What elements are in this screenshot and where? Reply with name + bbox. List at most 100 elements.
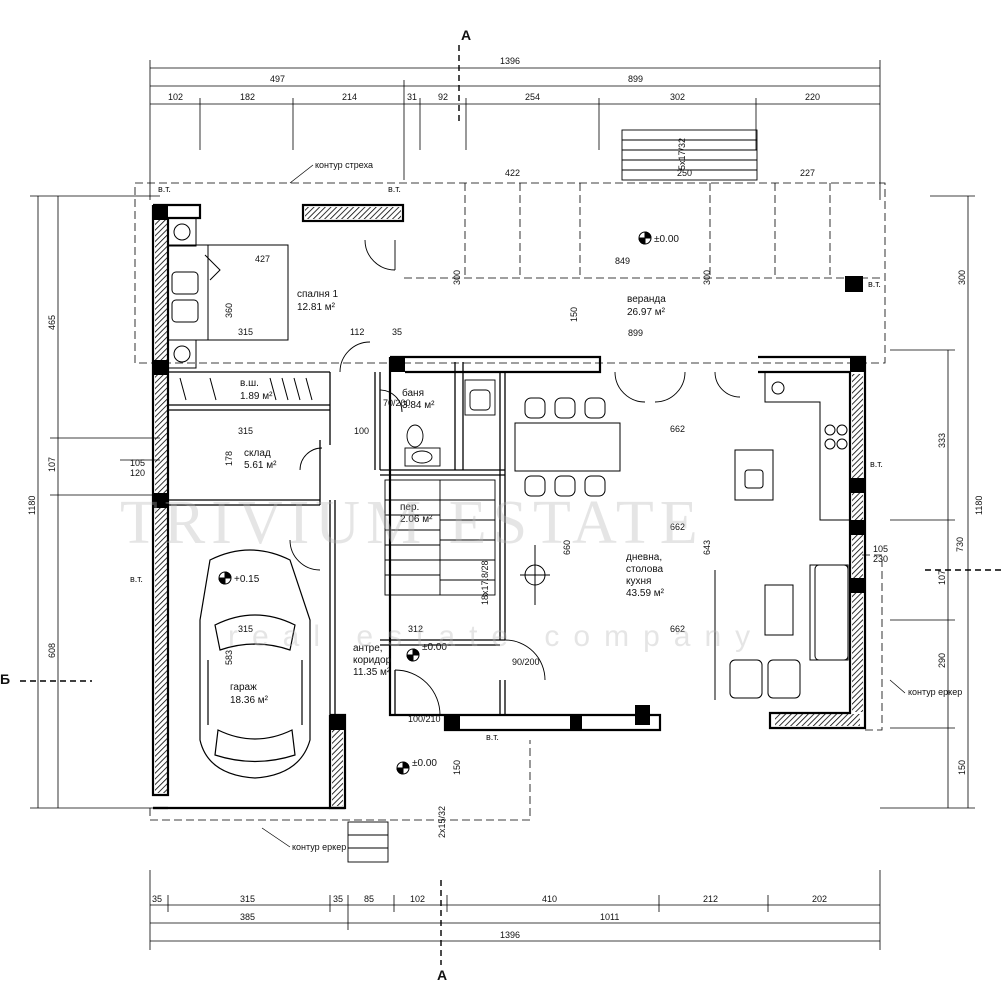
- living-furniture: [520, 545, 849, 700]
- dimension-lines-top: [149, 60, 881, 200]
- dim-315-a: 315: [238, 327, 253, 337]
- room-garage-area: 18.36 м²: [230, 695, 269, 706]
- dim-right-f: 150: [957, 760, 967, 775]
- room-storage-name: склад: [244, 448, 271, 459]
- dim-112: 112: [350, 327, 364, 337]
- dim-35-a: 35: [392, 327, 402, 337]
- staircase: [384, 479, 496, 596]
- dim-right-d: 107: [937, 570, 947, 585]
- dim-bottom-seg-5: 102: [410, 894, 425, 904]
- room-entry-name: антре,: [353, 643, 383, 654]
- dim-360: 360: [224, 303, 234, 318]
- dim-left-d: 105: [130, 458, 145, 468]
- dim-849: 849: [615, 256, 630, 266]
- room-storage-area: 5.61 м²: [244, 460, 277, 471]
- dim-top-left: 497: [270, 74, 285, 84]
- dim-right-e: 290: [937, 653, 947, 668]
- room-veranda-area: 26.97 м²: [627, 307, 666, 318]
- room-bath-name: баня: [402, 387, 424, 399]
- dim-top-seg-1: 102: [168, 92, 183, 102]
- dim-312: 312: [408, 624, 423, 634]
- label-vt-2: в.т.: [388, 184, 401, 194]
- room-bath-area: 3.84 м²: [402, 400, 435, 411]
- dim-door-100: 100/210: [408, 714, 441, 724]
- level-garage: +0.15: [234, 574, 260, 585]
- car-outline: [199, 549, 311, 779]
- dim-178: 178: [224, 451, 234, 466]
- contour-outlines: [134, 182, 886, 821]
- dim-227: 227: [800, 168, 815, 178]
- dim-583: 583: [224, 650, 234, 665]
- kitchen-furniture: [734, 372, 850, 521]
- dining-furniture: [514, 397, 621, 497]
- bathroom-fixtures: [404, 379, 496, 467]
- dim-right-c: 730: [955, 537, 965, 552]
- dim-door-70: 70/200: [383, 398, 411, 408]
- dim-right-h: 230: [873, 554, 888, 564]
- dim-top-seg-8: 220: [805, 92, 820, 102]
- dim-300-a: 300: [452, 270, 462, 285]
- wall-hatching: [155, 207, 863, 806]
- room-living-name2: столова: [626, 564, 664, 575]
- dim-660: 660: [562, 540, 572, 555]
- room-living-area: 43.59 м²: [626, 588, 665, 599]
- wall-nodes: [153, 205, 865, 730]
- dim-899: 899: [628, 328, 643, 338]
- section-marks: [20, 45, 1002, 965]
- dim-bottom-seg-6: 410: [542, 894, 557, 904]
- dim-stairs: 18х17.8/28: [480, 560, 490, 605]
- room-entry-area: 11.35 м²: [353, 667, 391, 678]
- dim-315-c: 315: [238, 624, 253, 634]
- dim-422: 422: [505, 168, 520, 178]
- dimension-lines-left: [30, 195, 160, 809]
- dim-bottom-seg-2: 315: [240, 894, 255, 904]
- dim-250: 250: [677, 168, 692, 178]
- dim-bottom-seg-1: 35: [152, 894, 162, 904]
- dim-right-g: 105: [873, 544, 888, 554]
- room-garage-name: гараж: [230, 682, 257, 693]
- label-vt-3: в.т.: [868, 279, 881, 289]
- dim-right-total: 1180: [974, 496, 984, 515]
- dim-150-a: 150: [569, 307, 579, 322]
- dim-bottom-left: 385: [240, 912, 255, 922]
- dim-662-a: 662: [670, 424, 685, 434]
- dim-left-total: 1180: [27, 496, 37, 515]
- leader-bay-bottom: [261, 827, 291, 848]
- dim-top-total: 1396: [500, 56, 520, 66]
- dim-top-seg-3: 214: [342, 92, 357, 102]
- dim-door-90: 90/200: [512, 657, 540, 667]
- dim-left-b: 107: [47, 457, 57, 472]
- room-closet-area: 1.89 м²: [240, 391, 273, 402]
- room-living-name3: кухня: [626, 576, 651, 587]
- dim-left-e: 120: [130, 468, 145, 478]
- dim-top-seg-6: 254: [525, 92, 540, 102]
- dim-bottom-right: 1011: [600, 912, 619, 922]
- label-eave-contour: контур стреха: [315, 160, 373, 170]
- dim-427: 427: [255, 254, 270, 264]
- entry-steps: [347, 821, 389, 863]
- section-mark-a-bottom: A: [437, 967, 447, 983]
- room-living-name: дневна,: [626, 552, 662, 563]
- dim-top-seg-4: 31: [407, 92, 417, 102]
- dim-entry-steps: 2х15/32: [437, 806, 447, 838]
- label-vt-5: в.т.: [130, 574, 143, 584]
- leader-bay-right: [889, 679, 906, 694]
- room-hall-small-name: пер.: [400, 502, 419, 513]
- dim-top-seg-7: 302: [670, 92, 685, 102]
- door-swings: [289, 239, 741, 716]
- section-mark-b-left: Б: [0, 671, 10, 687]
- dim-left-c: 608: [47, 643, 57, 658]
- room-bedroom-area: 12.81 м²: [297, 302, 336, 313]
- label-bay-contour-bottom: контур еркер: [292, 842, 346, 852]
- dim-bottom-seg-7: 212: [703, 894, 718, 904]
- room-bedroom-name: спалня 1: [297, 289, 339, 300]
- dim-bottom-total: 1396: [500, 930, 520, 940]
- section-mark-a-top: A: [461, 27, 471, 43]
- bedroom-furniture: [167, 217, 289, 369]
- dim-right-a: 300: [957, 270, 967, 285]
- label-vt-6: в.т.: [486, 732, 499, 742]
- dim-100: 100: [354, 426, 369, 436]
- label-vt-4: в.т.: [870, 459, 883, 469]
- exterior-walls: [151, 203, 867, 810]
